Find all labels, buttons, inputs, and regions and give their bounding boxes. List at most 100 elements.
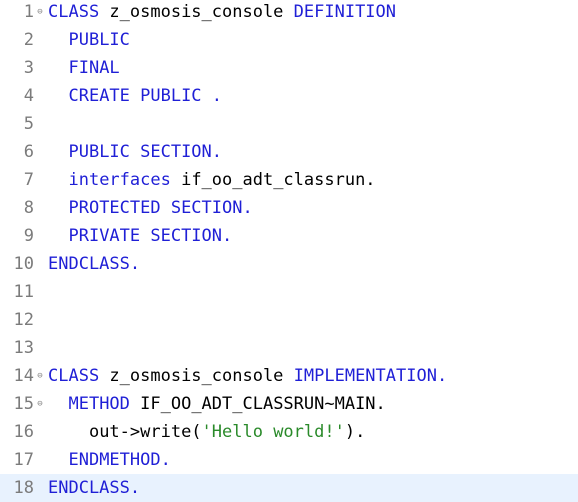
code-line[interactable]: 7 interfaces if_oo_adt_classrun. [0, 166, 578, 194]
fold-toggle-icon [34, 54, 46, 82]
fold-toggle-icon [34, 250, 46, 278]
code-text[interactable]: CLASS z_osmosis_console IMPLEMENTATION. [48, 362, 447, 390]
code-indent [48, 226, 68, 246]
code-keyword: IMPLEMENTATION. [293, 366, 448, 386]
line-number: 2 [23, 30, 34, 50]
fold-toggle-icon[interactable]: ⊖ [37, 371, 43, 381]
code-indent [48, 198, 68, 218]
code-indent [48, 142, 68, 162]
code-line[interactable]: 18 ENDCLASS. [0, 474, 578, 502]
code-keyword: FINAL [68, 58, 120, 78]
code-line[interactable]: 2 PUBLIC [0, 26, 578, 54]
line-number: 9 [23, 226, 34, 246]
line-number: 7 [23, 170, 34, 190]
code-token: z_osmosis_console [99, 366, 294, 386]
line-number: 11 [13, 282, 34, 302]
code-line[interactable]: 4 CREATE PUBLIC . [0, 82, 578, 110]
fold-toggle-icon [34, 138, 46, 166]
fold-toggle-icon [34, 418, 46, 446]
fold-toggle-icon [34, 446, 46, 474]
code-line[interactable]: 9 PRIVATE SECTION. [0, 222, 578, 250]
code-keyword: ENDMETHOD. [68, 450, 171, 470]
code-line[interactable]: 16 out->write('Hello world!'). [0, 418, 578, 446]
code-text[interactable]: out->write('Hello world!'). [48, 418, 365, 446]
line-number: 3 [23, 58, 34, 78]
fold-toggle-icon [34, 194, 46, 222]
fold-toggle-icon [34, 26, 46, 54]
code-text[interactable]: interfaces if_oo_adt_classrun. [48, 166, 376, 194]
line-number: 14 [13, 366, 34, 386]
code-line[interactable]: 12 [0, 306, 578, 334]
code-indent [48, 170, 68, 190]
code-keyword: ENDCLASS. [48, 254, 141, 274]
code-indent [48, 450, 68, 470]
code-line[interactable]: 3 FINAL [0, 54, 578, 82]
fold-toggle-icon [34, 306, 46, 334]
code-token: z_osmosis_console [99, 2, 294, 22]
code-line[interactable]: 6 PUBLIC SECTION. [0, 138, 578, 166]
code-keyword: DEFINITION [293, 2, 397, 22]
code-line[interactable]: 15⊖ METHOD IF_OO_ADT_CLASSRUN~MAIN. [0, 390, 578, 418]
fold-toggle-icon [34, 334, 46, 362]
line-number: 8 [23, 198, 34, 218]
code-indent [48, 86, 68, 106]
code-text[interactable]: CLASS z_osmosis_console DEFINITION [48, 0, 396, 26]
code-text[interactable]: FINAL [48, 54, 120, 82]
code-line[interactable]: 14⊖ CLASS z_osmosis_console IMPLEMENTATIO… [0, 362, 578, 390]
fold-toggle-icon [34, 222, 46, 250]
line-number: 10 [13, 254, 34, 274]
code-keyword: ENDCLASS. [48, 478, 141, 498]
code-keyword: PUBLIC SECTION. [68, 142, 223, 162]
code-token: ). [344, 422, 366, 442]
line-number: 17 [13, 450, 34, 470]
code-keyword: METHOD [68, 394, 130, 414]
code-keyword: PUBLIC [68, 30, 130, 50]
line-number: 6 [23, 142, 34, 162]
line-number: 5 [23, 114, 34, 134]
line-number: 16 [13, 422, 34, 442]
code-line[interactable]: 17 ENDMETHOD. [0, 446, 578, 474]
code-line[interactable]: 1⊖ CLASS z_osmosis_console DEFINITION [0, 0, 578, 26]
code-text[interactable]: PUBLIC SECTION. [48, 138, 222, 166]
code-text[interactable]: PUBLIC [48, 26, 130, 54]
line-number: 15 [13, 394, 34, 414]
code-keyword: CREATE PUBLIC . [68, 86, 223, 106]
fold-toggle-icon [34, 166, 46, 194]
code-indent [48, 422, 89, 442]
code-text[interactable]: ENDCLASS. [48, 474, 140, 502]
code-text[interactable]: ENDCLASS. [48, 250, 140, 278]
code-line[interactable]: 13 [0, 334, 578, 362]
code-line[interactable]: 11 [0, 278, 578, 306]
fold-toggle-icon [34, 110, 46, 138]
line-number: 13 [13, 338, 34, 358]
code-text[interactable]: CREATE PUBLIC . [48, 82, 222, 110]
code-token: IF_OO_ADT_CLASSRUN~MAIN. [129, 394, 386, 414]
code-line[interactable]: 10 ENDCLASS. [0, 250, 578, 278]
code-indent [48, 58, 68, 78]
code-keyword: interfaces [68, 170, 171, 190]
code-indent [48, 394, 68, 414]
code-line[interactable]: 5 [0, 110, 578, 138]
code-text[interactable]: PRIVATE SECTION. [48, 222, 232, 250]
line-number: 18 [13, 478, 34, 498]
fold-toggle-icon [34, 278, 46, 306]
code-token: out->write( [88, 422, 202, 442]
fold-toggle-icon [34, 474, 46, 502]
line-number: 4 [23, 86, 34, 106]
fold-toggle-icon[interactable]: ⊖ [37, 7, 43, 17]
code-text[interactable]: PROTECTED SECTION. [48, 194, 253, 222]
code-keyword: CLASS [48, 2, 100, 22]
fold-toggle-icon[interactable]: ⊖ [37, 399, 43, 409]
line-number: 1 [23, 2, 34, 22]
code-keyword: PROTECTED SECTION. [68, 198, 253, 218]
code-string: 'Hello world!' [201, 422, 345, 442]
code-indent [48, 30, 68, 50]
code-token: if_oo_adt_classrun. [170, 170, 376, 190]
code-text[interactable]: METHOD IF_OO_ADT_CLASSRUN~MAIN. [48, 390, 386, 418]
code-line[interactable]: 8 PROTECTED SECTION. [0, 194, 578, 222]
fold-toggle-icon [34, 82, 46, 110]
code-text[interactable]: ENDMETHOD. [48, 446, 171, 474]
code-keyword: CLASS [48, 366, 100, 386]
code-keyword: PRIVATE SECTION. [68, 226, 233, 246]
